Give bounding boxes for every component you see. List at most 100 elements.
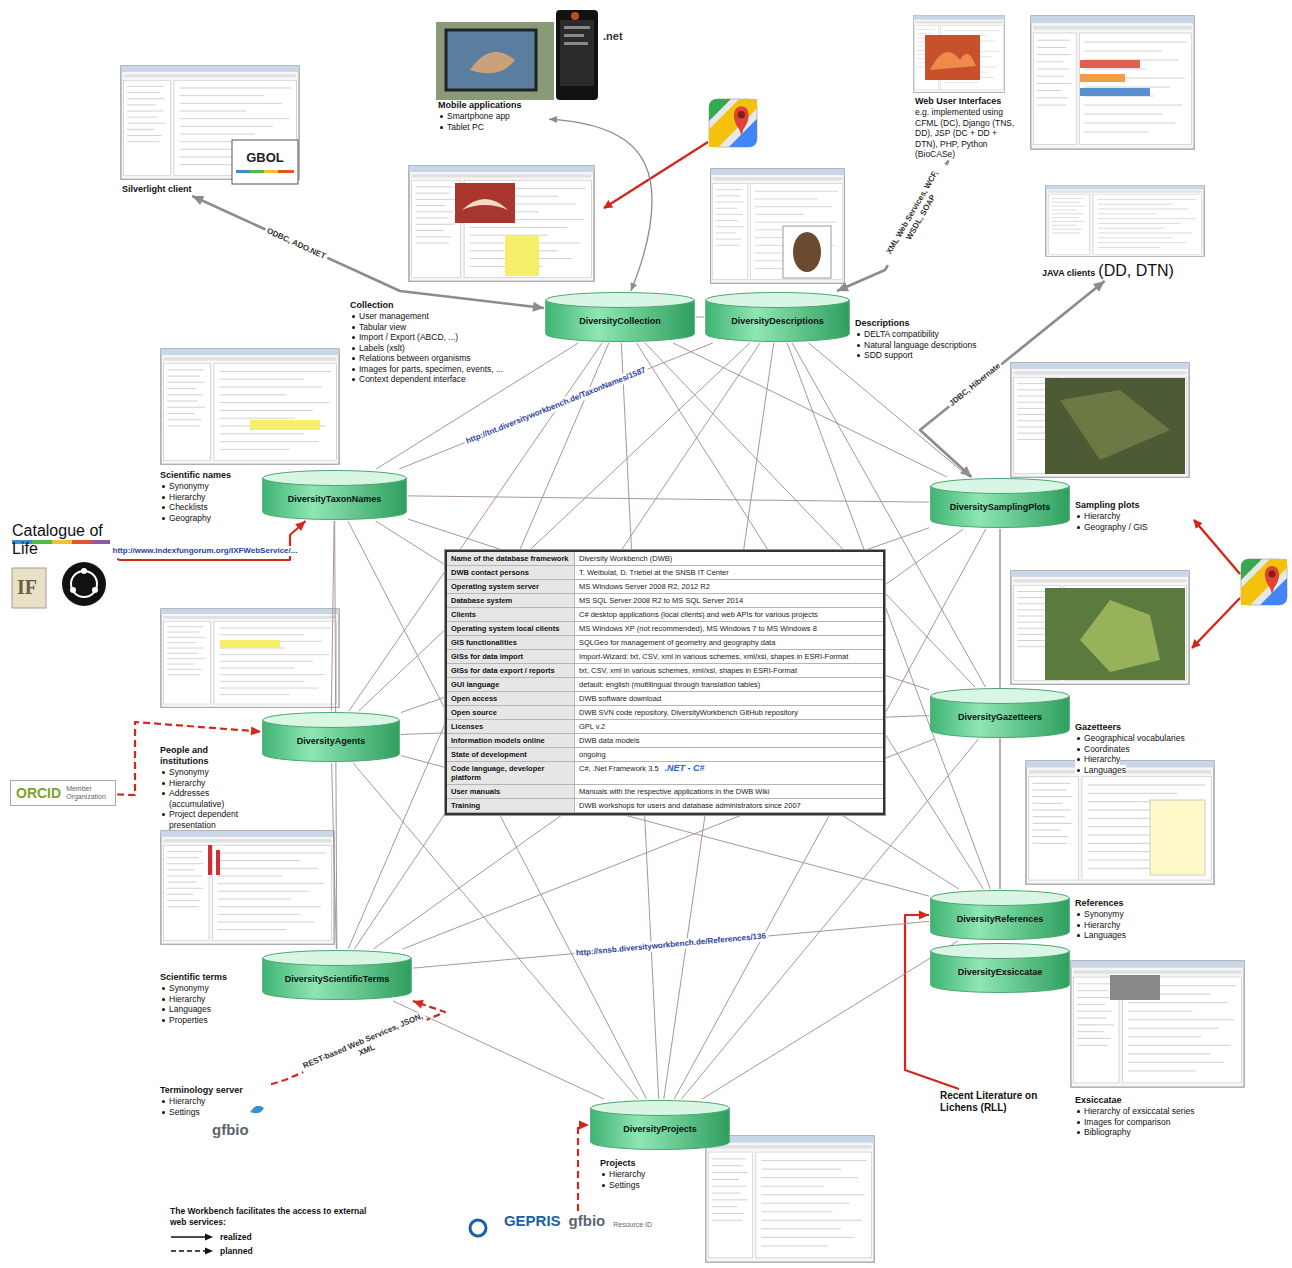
table-text: Training bbox=[451, 801, 480, 810]
client-caption: (DD, DTN) bbox=[1098, 262, 1174, 280]
table-text: GUI language bbox=[451, 680, 499, 689]
legend-text: planned bbox=[220, 1246, 253, 1256]
gepris-logo bbox=[470, 1220, 486, 1236]
connector-line bbox=[117, 722, 261, 795]
description-heading: References bbox=[1075, 898, 1124, 909]
table-text: Open source bbox=[451, 708, 497, 717]
map-icon bbox=[709, 99, 1287, 605]
module-name: DiversityDescriptions bbox=[731, 316, 824, 327]
table-key-cell: User manuals bbox=[447, 785, 575, 799]
database-module: DiversitySamplingPlotsSampling plotsHier… bbox=[930, 478, 1070, 528]
screenshot bbox=[161, 831, 334, 944]
screenshot bbox=[1011, 571, 1189, 684]
table-text: Import-Wizard: txt, CSV, xml in various … bbox=[579, 652, 848, 661]
edge-label: http://tnt.diversityworkbench.de/TaxonNa… bbox=[463, 365, 649, 448]
table-text: DWB software download bbox=[579, 694, 661, 703]
screenshot bbox=[711, 169, 845, 283]
table-text: C#, .Net Framework 3.5 bbox=[579, 764, 659, 773]
table-text: SQLGeo for management of geometry and ge… bbox=[579, 638, 775, 647]
arrowhead bbox=[1093, 281, 1105, 292]
caption-heading: Mobile applications bbox=[438, 100, 522, 111]
logo-text: IF bbox=[17, 576, 37, 598]
connector-line bbox=[673, 343, 947, 477]
feature-bullet: Checklists bbox=[160, 502, 208, 513]
caption-heading: Silverlight client bbox=[122, 184, 192, 195]
arrowhead bbox=[295, 521, 305, 531]
arrowhead bbox=[413, 1000, 424, 1009]
table-text: txt, CSV, xml in various schemes, xml/xs… bbox=[579, 666, 797, 675]
connector-line bbox=[271, 1001, 445, 1084]
caption-heading: Web User Interfaces bbox=[915, 96, 1001, 107]
feature-bullet: Languages bbox=[1075, 765, 1126, 776]
service-connector bbox=[549, 116, 652, 291]
feature-bullet: User management bbox=[350, 311, 429, 322]
caption-text: e.g. implemented using CFML (DC), Django… bbox=[915, 107, 1020, 160]
table-key-cell: GIS functionalities bbox=[447, 636, 575, 650]
module-link bbox=[1000, 739, 1001, 889]
screenshot bbox=[161, 609, 339, 708]
screenshot bbox=[1071, 961, 1244, 1087]
database-module: DiversityAgentsPeople and institutionsSy… bbox=[262, 712, 400, 762]
connector-line bbox=[192, 196, 544, 308]
edge-label: REST-based Web Services, JSON, XML bbox=[299, 1011, 430, 1082]
round-logo bbox=[62, 562, 106, 606]
feature-bullet: SDD support bbox=[855, 350, 913, 361]
table-text: GPL v.2 bbox=[579, 722, 605, 731]
feature-bullet: Images for comparison bbox=[1075, 1117, 1170, 1128]
table-key-cell: State of development bbox=[447, 748, 575, 762]
table-text: Operating system server bbox=[451, 582, 539, 591]
caption-heading: Terminology server bbox=[160, 1085, 243, 1096]
client-or-service: Silverlight client bbox=[122, 184, 234, 195]
module-link bbox=[413, 921, 929, 968]
table-value-cell: MS Windows XP (not recommended), MS Wind… bbox=[575, 622, 883, 636]
table-value-cell: Manuals with the respective applications… bbox=[575, 785, 883, 799]
module-link bbox=[673, 343, 947, 477]
table-key-cell: Open access bbox=[447, 692, 575, 706]
module-description: ProjectsHierarchySettings bbox=[600, 1158, 700, 1190]
table-key-cell: GISs for data import bbox=[447, 650, 575, 664]
table-text: State of development bbox=[451, 750, 527, 759]
table-text: Code language, developer platform bbox=[451, 764, 544, 782]
module-name: DiversityCollection bbox=[579, 316, 661, 327]
service-connector bbox=[271, 1000, 445, 1084]
table-text: DWB data models bbox=[579, 736, 639, 745]
screenshot bbox=[409, 166, 594, 281]
feature-bullet: Settings bbox=[600, 1180, 640, 1191]
description-heading: Sampling plots bbox=[1075, 500, 1140, 511]
module-description: Scientific namesSynonymyHierarchyCheckli… bbox=[160, 470, 258, 523]
module-name: DiversityReferences bbox=[957, 914, 1044, 925]
gfbio-logo bbox=[250, 1106, 752, 1200]
feature-bullet: Geography bbox=[160, 513, 211, 524]
screenshot bbox=[706, 1136, 874, 1262]
table-value-cell: DWB software download bbox=[575, 692, 883, 706]
feature-bullet: Languages bbox=[1075, 930, 1126, 941]
client-or-service: ORCIDMember Organization bbox=[10, 780, 116, 806]
orcid-logo-text: ORCID bbox=[16, 785, 61, 801]
module-description: Scientific termsSynonymyHierarchyLanguag… bbox=[160, 972, 258, 1025]
service-connector bbox=[192, 196, 544, 312]
logo-text: Resource ID bbox=[613, 1220, 652, 1229]
table-value-cell: DWB SVN code repository, DiversityWorkbe… bbox=[575, 706, 883, 720]
table-key-cell: GUI language bbox=[447, 678, 575, 692]
caption-text: Hierarchy bbox=[160, 1096, 205, 1107]
table-text: Open access bbox=[451, 694, 497, 703]
feature-bullet: Properties bbox=[160, 1015, 208, 1026]
feature-bullet: Import / Export (ABCD, ...) bbox=[350, 332, 458, 343]
module-link bbox=[702, 941, 958, 1099]
feature-bullet: Labels (xslt) bbox=[350, 343, 405, 354]
table-text: default: english (multilingual through t… bbox=[579, 680, 760, 689]
feature-bullet: Synonymy bbox=[160, 481, 209, 492]
module-link bbox=[809, 343, 969, 477]
table-value-cell: T. Weibulat, D. Triebel at the SNSB IT C… bbox=[575, 566, 883, 580]
module-description: Sampling plotsHierarchyGeography / GIS bbox=[1075, 500, 1195, 532]
database-module: DiversityReferencesReferencesSynonymyHie… bbox=[930, 890, 1070, 940]
table-key-cell: Database system bbox=[447, 594, 575, 608]
edge-label: XML Web Services, WCF, WSDL, SOAP bbox=[879, 160, 954, 270]
connector-line bbox=[578, 1125, 589, 1211]
table-value-cell: GPL v.2 bbox=[575, 720, 883, 734]
connector-line bbox=[905, 915, 959, 1089]
table-text: Licenses bbox=[451, 722, 483, 731]
arrowhead bbox=[631, 282, 637, 291]
arrowhead bbox=[532, 302, 544, 312]
module-name: DiversityScientificTerms bbox=[285, 974, 389, 985]
